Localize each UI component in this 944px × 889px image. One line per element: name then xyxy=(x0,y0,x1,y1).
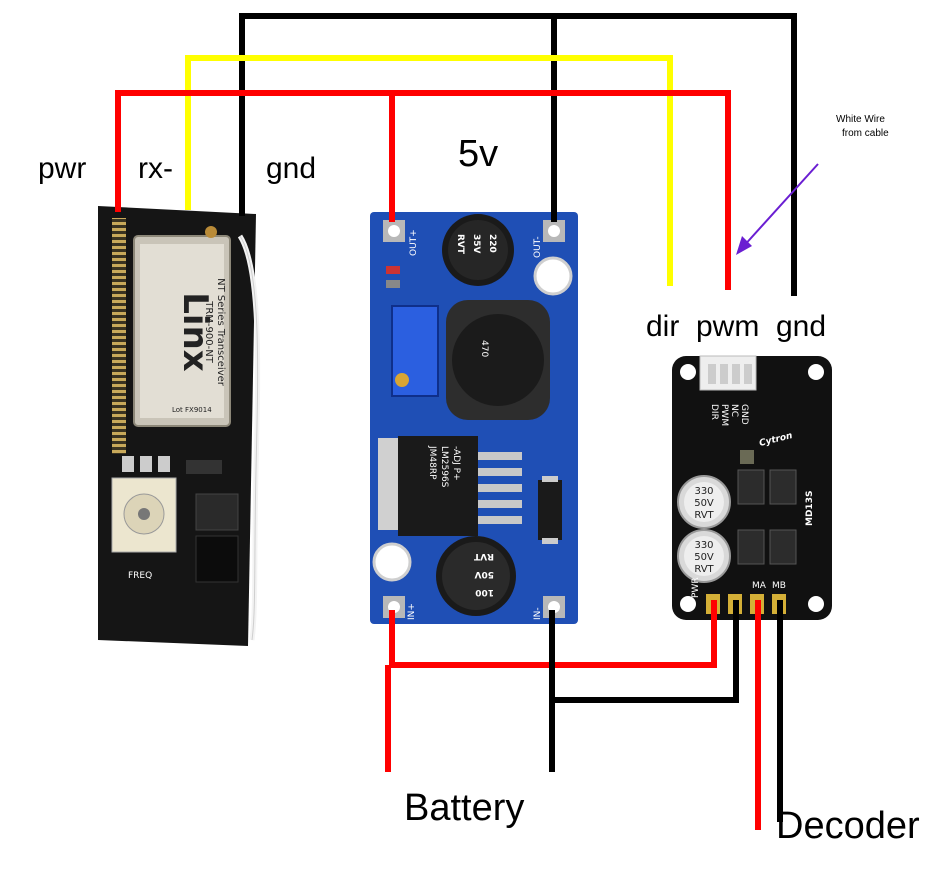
driver-capacitor-top: 330 50V RVT xyxy=(677,475,731,529)
gnd-wire xyxy=(239,13,797,296)
svg-text:GND: GND xyxy=(739,404,749,425)
transceiver-brand: Linx xyxy=(175,292,215,372)
linx-transceiver-module: Linx NT Series Transceiver TRM-900-NT Lo… xyxy=(98,206,261,646)
label-white-wire-1: White Wire xyxy=(836,114,885,125)
out-minus-pad xyxy=(543,220,565,242)
in-minus-pad xyxy=(543,596,565,618)
antenna-pad xyxy=(205,226,217,238)
svg-text:330: 330 xyxy=(694,540,713,551)
label-battery: Battery xyxy=(404,787,524,829)
label-dir: dir xyxy=(646,310,679,343)
label-white-wire-2: from cable xyxy=(842,128,889,139)
output-capacitor: 220 35V RVT xyxy=(442,214,514,286)
label-rx: rx- xyxy=(138,152,173,185)
freq-label: FREQ xyxy=(128,571,152,581)
svg-text:50V: 50V xyxy=(694,498,714,509)
label-decoder: Decoder xyxy=(776,805,920,847)
white-wire-arrow xyxy=(736,163,819,255)
svg-text:JM48RP: JM48RP xyxy=(427,445,437,480)
in-minus-label: IN- xyxy=(533,607,543,620)
svg-text:220: 220 xyxy=(487,234,497,253)
svg-text:RVT: RVT xyxy=(473,551,494,561)
signal-header xyxy=(699,355,757,391)
svg-text:RVT: RVT xyxy=(694,510,714,521)
pwr-wire xyxy=(115,90,731,290)
label-gnd-left: gnd xyxy=(266,152,316,185)
schottky-diode xyxy=(538,480,562,540)
label-gnd-right: gnd xyxy=(776,310,826,343)
label-pwr: pwr xyxy=(38,152,86,185)
svg-text:100: 100 xyxy=(475,587,494,597)
svg-text:MA: MA xyxy=(752,581,767,591)
battery-black-wire xyxy=(549,600,739,703)
out-plus-pad xyxy=(383,220,405,242)
buck-converter-module: OUT+ OUT- IN+ IN- 220 35V RVT 470 xyxy=(370,212,578,624)
svg-text:-ADJ P+: -ADJ P+ xyxy=(451,446,461,481)
svg-text:50V: 50V xyxy=(474,569,494,579)
svg-text:DIR: DIR xyxy=(709,404,719,420)
svg-text:35V: 35V xyxy=(471,234,481,254)
regulator-chip: JM48RP LM2596S -ADJ P+ xyxy=(378,436,522,536)
svg-text:470: 470 xyxy=(479,340,489,357)
label-5v: 5v xyxy=(458,133,498,175)
input-capacitor: 100 50V RVT xyxy=(436,536,516,616)
out-plus-label: OUT+ xyxy=(409,229,419,256)
svg-text:PWR: PWR xyxy=(691,577,701,598)
inductor: 470 xyxy=(446,300,550,420)
transceiver-series: NT Series Transceiver xyxy=(215,278,226,387)
svg-text:LM2596S: LM2596S xyxy=(439,446,449,488)
label-pwm: pwm xyxy=(696,310,759,343)
svg-text:RVT: RVT xyxy=(455,234,465,255)
module-pin-column xyxy=(112,218,126,454)
transceiver-lot: Lot FX9014 xyxy=(172,406,212,414)
driver-model: MD13S xyxy=(805,491,815,526)
svg-text:NC: NC xyxy=(729,404,739,417)
svg-text:50V: 50V xyxy=(694,552,714,563)
svg-text:RVT: RVT xyxy=(694,564,714,575)
driver-capacitor-bottom: 330 50V RVT xyxy=(677,529,731,583)
wires xyxy=(115,13,797,830)
svg-text:PWM: PWM xyxy=(719,404,729,426)
motor-driver-module: DIR PWM NC GND Cytron 330 50V RVT 330 50… xyxy=(672,355,832,620)
rx-dir-wire xyxy=(185,55,673,286)
transceiver-part: TRM-900-NT xyxy=(203,300,214,363)
out-minus-label: OUT- xyxy=(533,236,543,258)
in-plus-label: IN+ xyxy=(407,603,417,620)
svg-text:330: 330 xyxy=(694,486,713,497)
svg-text:MB: MB xyxy=(772,581,786,591)
